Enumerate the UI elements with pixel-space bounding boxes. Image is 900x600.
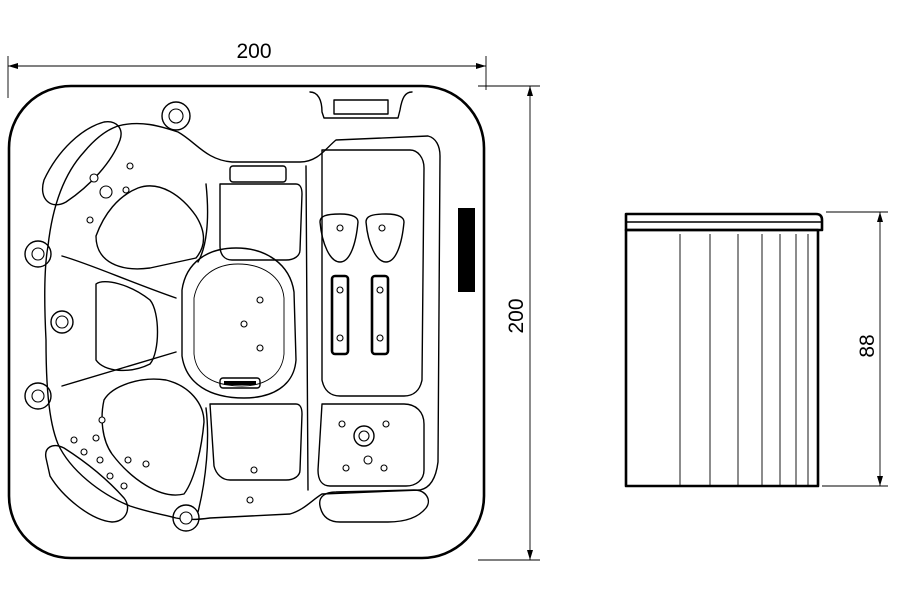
pillow-bottom-left — [45, 444, 129, 523]
seat-contours — [95, 149, 425, 496]
outer-shell — [7, 84, 486, 560]
top-view: 200 200 — [7, 40, 540, 561]
light — [219, 377, 261, 389]
height-label: 88 — [856, 334, 879, 357]
side-view-top — [624, 212, 824, 232]
pillow-top-left — [41, 121, 122, 206]
side-view: 88 — [624, 211, 888, 488]
footwell — [181, 247, 297, 399]
depth-dimension: 200 — [478, 85, 540, 561]
jets — [70, 162, 390, 504]
side-view-cabinet — [624, 228, 820, 488]
skimmer — [309, 91, 413, 119]
width-dimension: 200 — [7, 40, 487, 98]
pillow-bottom-right — [319, 489, 430, 523]
headrest-box — [229, 165, 287, 183]
width-label: 200 — [236, 40, 271, 63]
control-panel — [458, 208, 475, 292]
height-dimension: 88 — [822, 211, 888, 487]
cabinet-panels — [679, 234, 809, 486]
depth-label: 200 — [505, 298, 528, 333]
